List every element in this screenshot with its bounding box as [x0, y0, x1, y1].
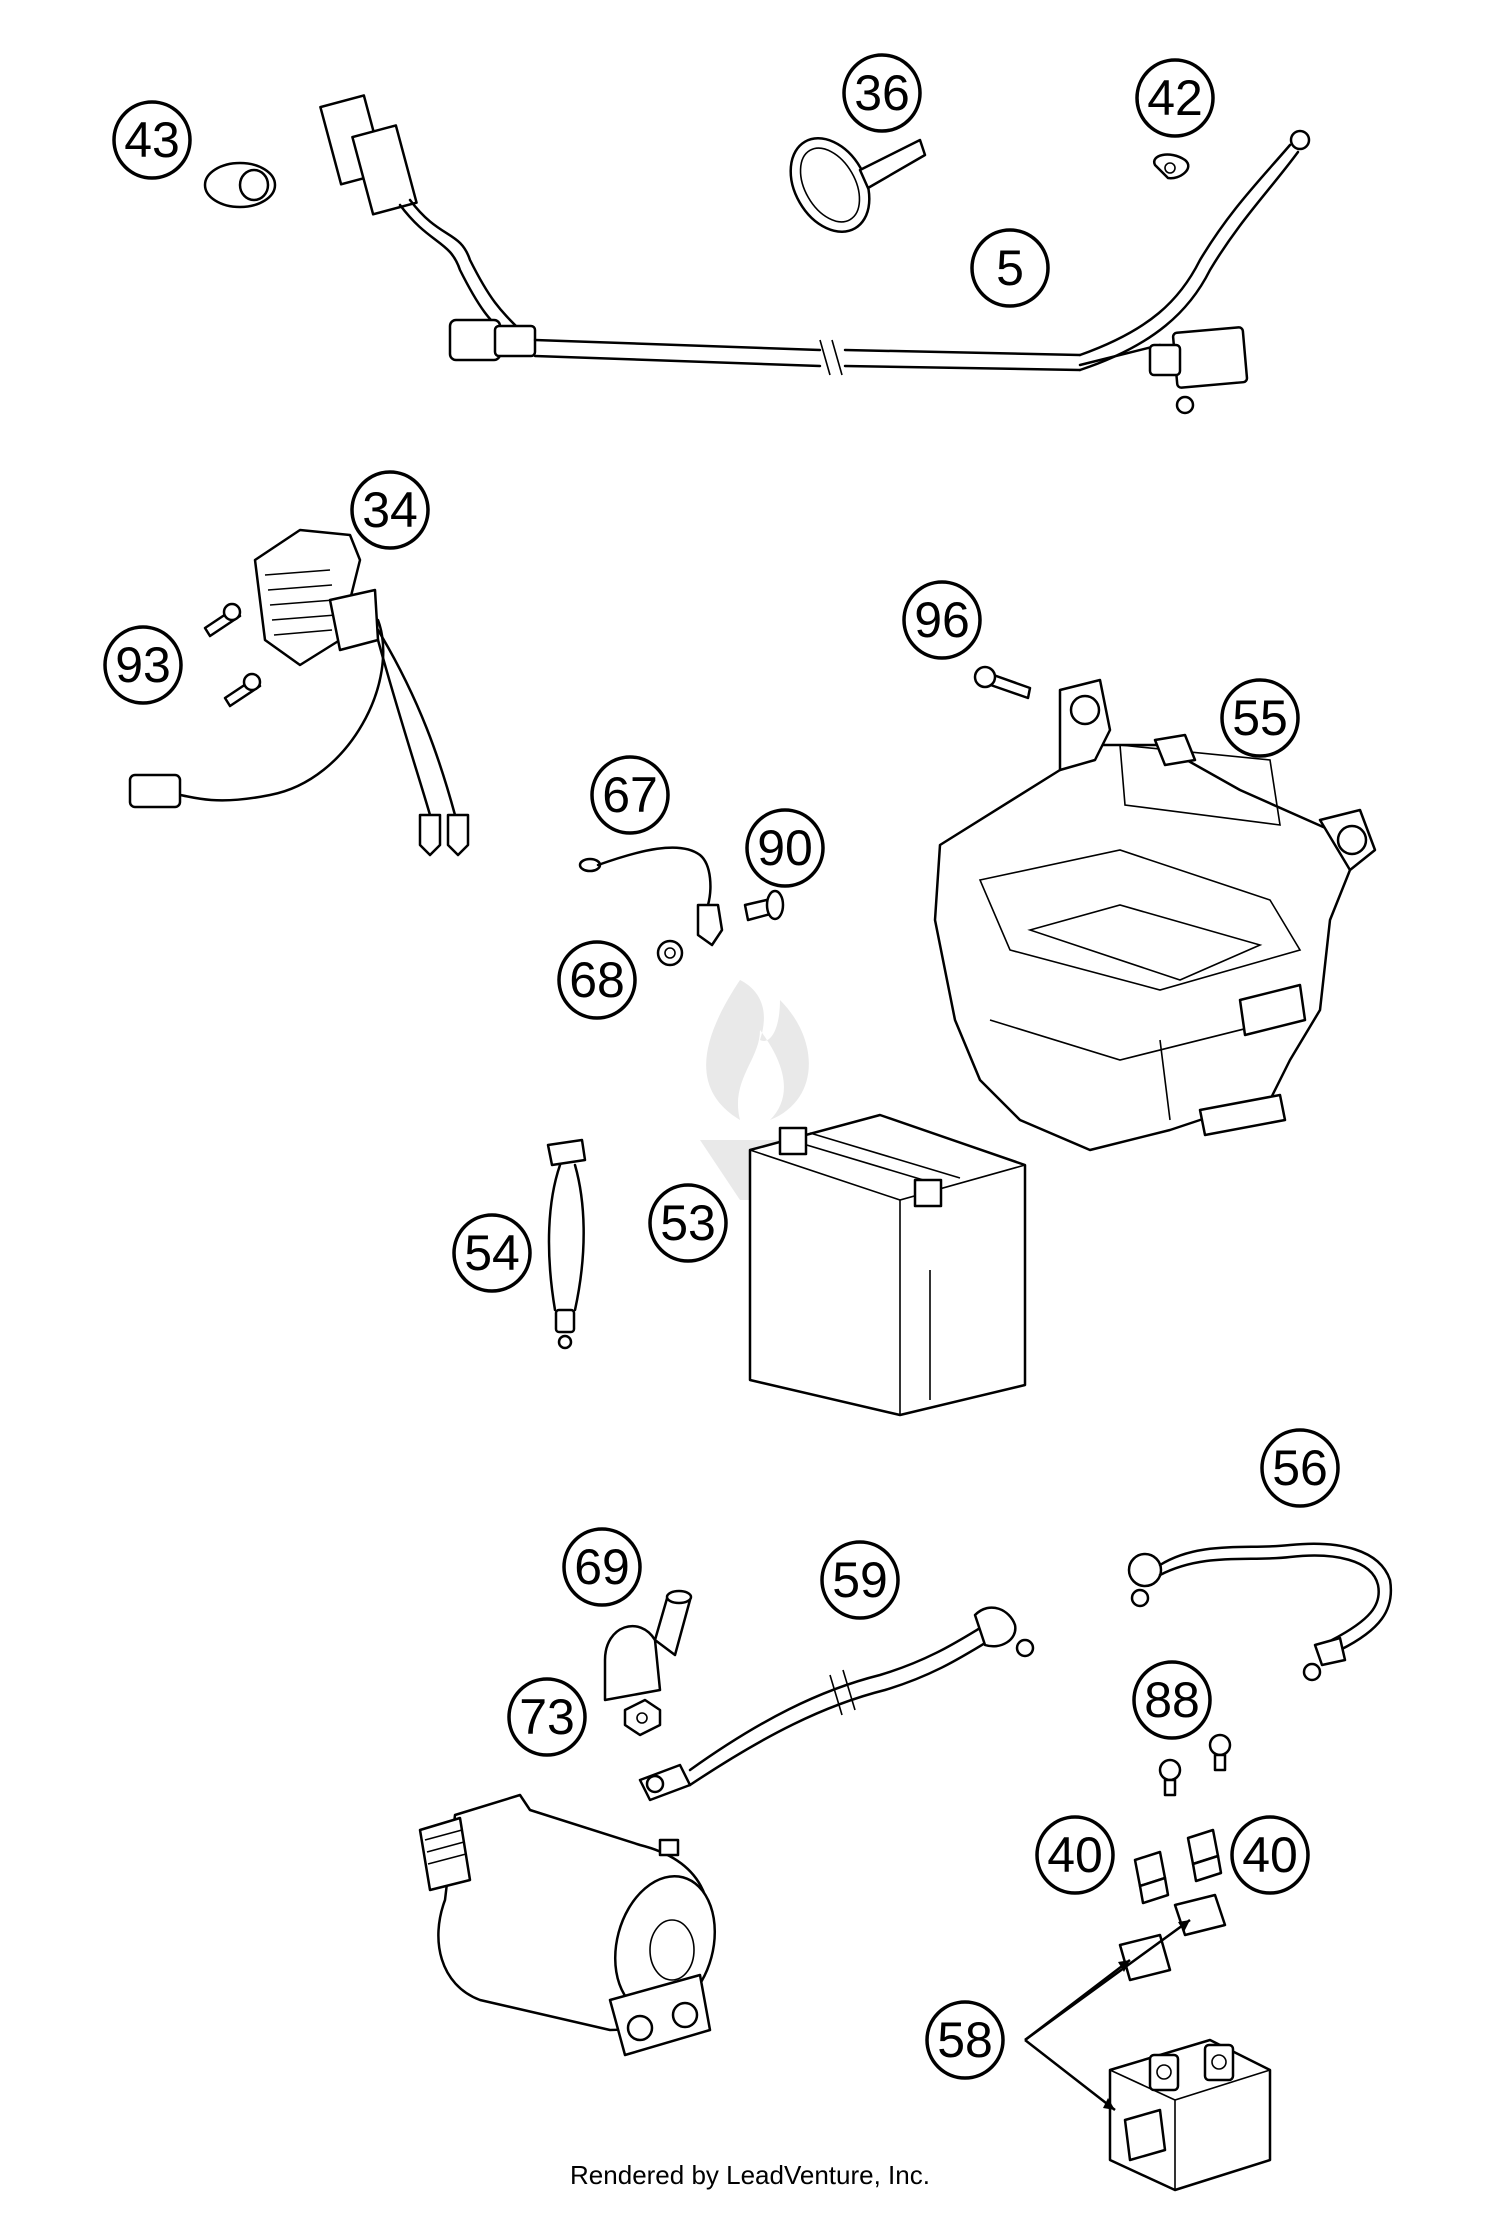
callout-67: 67 — [590, 755, 670, 835]
part-88-screws[interactable] — [1158, 1733, 1232, 1797]
svg-text:36: 36 — [854, 65, 910, 121]
part-68-washer[interactable] — [656, 939, 684, 967]
svg-text:5: 5 — [996, 240, 1024, 296]
part-54-strap[interactable] — [546, 1138, 587, 1350]
render-credit: Rendered by LeadVenture, Inc. — [570, 2160, 930, 2190]
callout-56: 56 — [1260, 1428, 1340, 1508]
part-34-voltage-regulator[interactable] — [128, 528, 470, 857]
callout-88: 88 — [1132, 1660, 1212, 1740]
part-58-starter-relay[interactable] — [1108, 1893, 1272, 2192]
svg-text:96: 96 — [914, 592, 970, 648]
callout-90: 90 — [745, 808, 825, 888]
svg-text:34: 34 — [362, 482, 418, 538]
svg-text:53: 53 — [660, 1195, 716, 1251]
part-55-battery-box[interactable] — [933, 678, 1377, 1152]
callout-96: 96 — [902, 580, 982, 660]
callout-58: 58 — [925, 2000, 1005, 2080]
part-67-ground-cable[interactable] — [578, 846, 724, 947]
svg-text:40: 40 — [1047, 1827, 1103, 1883]
part-56-battery-cable[interactable] — [1127, 1542, 1393, 1682]
callout-40-right: 40 — [1230, 1815, 1310, 1895]
svg-text:42: 42 — [1147, 70, 1203, 126]
callout-5: 5 — [970, 228, 1050, 308]
callout-40-left: 40 — [1035, 1815, 1115, 1895]
callout-34: 34 — [350, 470, 430, 550]
starter-motor[interactable] — [418, 1793, 729, 2057]
callout-42: 42 — [1135, 58, 1215, 138]
callout-69: 69 — [562, 1527, 642, 1607]
callout-68: 68 — [557, 940, 637, 1020]
part-40-fuses[interactable] — [1133, 1828, 1223, 1905]
part-43-grommet[interactable] — [203, 161, 277, 209]
callout-93: 93 — [103, 625, 183, 705]
part-90-bolt[interactable] — [743, 889, 785, 922]
svg-text:56: 56 — [1272, 1440, 1328, 1496]
part-59-starter-cable[interactable] — [638, 1606, 1035, 1802]
part-42-clip[interactable] — [1153, 153, 1190, 180]
callout-43: 43 — [112, 100, 192, 180]
svg-text:43: 43 — [124, 112, 180, 168]
svg-text:40: 40 — [1242, 1827, 1298, 1883]
callout-53: 53 — [648, 1183, 728, 1263]
part-73-nut[interactable] — [623, 1698, 662, 1737]
svg-text:69: 69 — [574, 1539, 630, 1595]
callout-73: 73 — [507, 1677, 587, 1757]
svg-text:93: 93 — [115, 637, 171, 693]
svg-text:90: 90 — [757, 820, 813, 876]
svg-text:68: 68 — [569, 952, 625, 1008]
part-96-bolt[interactable] — [973, 665, 1032, 700]
callout-59: 59 — [820, 1540, 900, 1620]
svg-text:88: 88 — [1144, 1672, 1200, 1728]
part-36-cable-tie[interactable] — [775, 124, 927, 246]
callout-54: 54 — [452, 1213, 532, 1293]
part-93-screws[interactable] — [203, 602, 262, 708]
callout-36: 36 — [842, 53, 922, 133]
svg-text:54: 54 — [464, 1225, 520, 1281]
part-53-battery[interactable] — [748, 1113, 1027, 1417]
leader-lines-58 — [1024, 1918, 1191, 2111]
callout-55: 55 — [1220, 678, 1300, 758]
part-69-terminal-cap[interactable] — [603, 1589, 693, 1702]
part-5-wiring-harness[interactable] — [319, 94, 1311, 415]
svg-text:55: 55 — [1232, 690, 1288, 746]
svg-text:58: 58 — [937, 2012, 993, 2068]
svg-text:59: 59 — [832, 1552, 888, 1608]
svg-text:73: 73 — [519, 1689, 575, 1745]
svg-text:67: 67 — [602, 767, 658, 823]
